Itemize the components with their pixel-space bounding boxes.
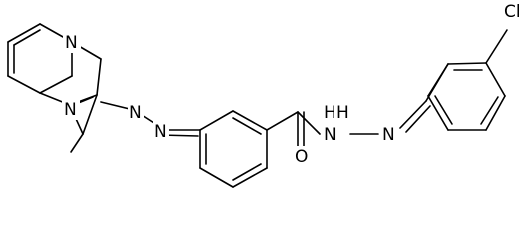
n_imidazole: N xyxy=(64,100,77,120)
chlorophenyl-ring xyxy=(425,29,508,131)
structure-drawing: N N N N H H N N O Cl xyxy=(7,0,526,188)
h_hydrazide_2: H xyxy=(336,103,349,123)
cl_substituent: Cl xyxy=(504,2,521,22)
atom-labels: N N N N H H N N O Cl xyxy=(62,0,526,167)
chemical-structure: N N N N H H N N O Cl xyxy=(7,0,526,188)
h_hydrazide_1: H xyxy=(324,103,337,123)
n_azo1: N xyxy=(129,103,142,123)
o_carbonyl: O xyxy=(295,147,308,167)
azo-linkage xyxy=(100,101,201,137)
pyridine-ring xyxy=(7,23,73,94)
n_hydrazone: N xyxy=(382,125,395,145)
hydrazide-group xyxy=(266,100,431,149)
methyl-bond xyxy=(70,133,84,153)
central-benzene-ring xyxy=(199,110,268,188)
n_hydrazide_nh: N xyxy=(324,125,337,145)
n_bridge: N xyxy=(65,33,78,53)
n_azo2: N xyxy=(154,122,167,142)
